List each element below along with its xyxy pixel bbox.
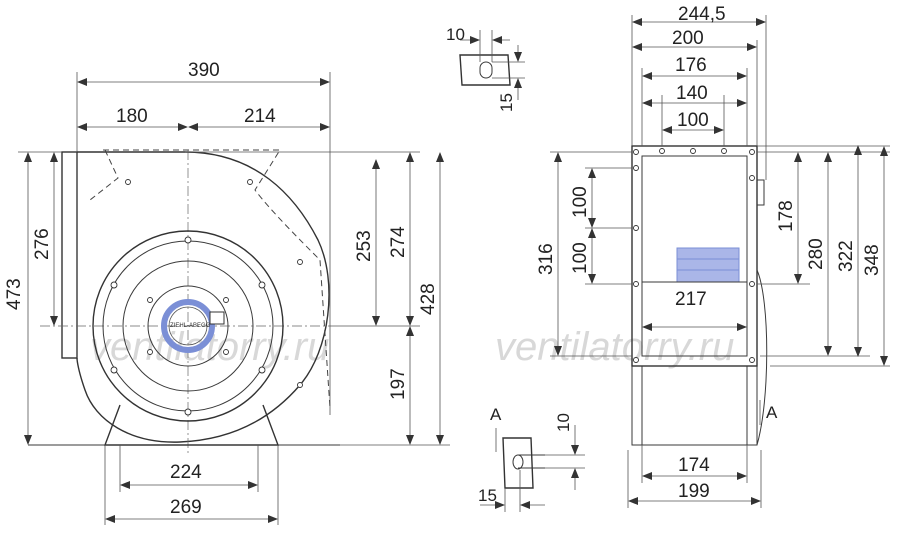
dim-244-5: 244,5 (678, 4, 726, 25)
dim-224: 224 (170, 462, 202, 483)
dim-200: 200 (672, 28, 704, 49)
slot-dim-10: 10 (446, 25, 465, 44)
watermark-right: ventilatorry.ru (495, 325, 734, 369)
dim-276: 276 (32, 228, 53, 260)
section-dim-10: 10 (554, 413, 573, 432)
dim-197: 197 (388, 368, 409, 400)
dim-180: 180 (116, 106, 148, 127)
terminal-box (676, 247, 740, 283)
dim-140: 140 (676, 83, 708, 104)
side-view-dimensions: 244,5 200 176 140 100 316 100 100 178 28… (536, 4, 890, 508)
dim-199: 199 (678, 481, 710, 502)
scroll-housing (76, 151, 330, 443)
dim-473: 473 (4, 278, 25, 310)
dim-100: 100 (677, 110, 709, 131)
dim-348: 348 (862, 244, 883, 276)
dim-100-b: 100 (570, 242, 591, 274)
front-view-dimensions: 390 180 214 473 276 253 274 197 428 224 … (4, 60, 450, 525)
outlet-flange (61, 151, 78, 359)
dim-280: 280 (806, 238, 827, 270)
motor-hub (161, 299, 215, 353)
dim-316: 316 (536, 243, 557, 275)
dim-274: 274 (388, 226, 409, 258)
dim-176: 176 (675, 55, 707, 76)
dim-100-a: 100 (570, 186, 591, 218)
dim-214: 214 (244, 106, 276, 127)
side-view (631, 145, 768, 446)
dim-217: 217 (675, 289, 707, 310)
dim-178: 178 (776, 200, 797, 232)
dim-253: 253 (354, 230, 375, 262)
slot-dim-15: 15 (497, 93, 516, 112)
dim-174: 174 (678, 455, 710, 476)
front-view: ZIEHL-ABEGG (28, 149, 340, 455)
dim-322: 322 (836, 240, 857, 272)
section-label-a: A (490, 405, 502, 424)
inlet-plate (631, 145, 758, 367)
dim-428: 428 (418, 283, 439, 315)
brand-label: ZIEHL-ABEGG (170, 323, 211, 329)
slot-detail-top: 10 15 (446, 25, 525, 112)
dim-390: 390 (188, 60, 220, 81)
section-a-detail: A 10 15 (478, 405, 585, 512)
section-label-right: A (766, 403, 778, 422)
section-dim-15: 15 (478, 486, 497, 505)
dim-269: 269 (170, 497, 202, 518)
